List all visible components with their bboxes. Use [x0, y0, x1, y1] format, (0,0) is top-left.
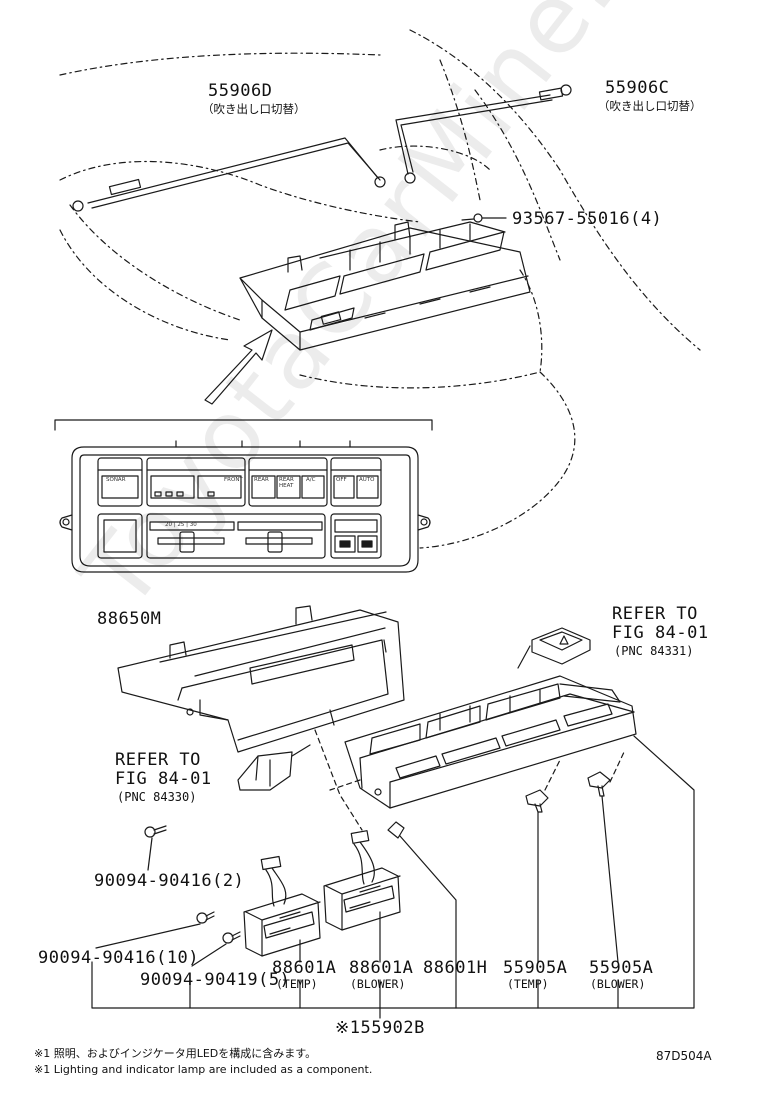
panel-temp-scale: 20 | 25 | 30 — [165, 522, 197, 528]
desc-88601a-temp: (TEMP) — [276, 977, 318, 991]
bracket-55902b — [91, 735, 695, 1019]
panel-btn-front: FRONT — [224, 477, 243, 483]
refer-left-line2: FIG 84-01 — [115, 769, 212, 789]
screw-90094-5 — [191, 931, 241, 967]
upper-control-assembly — [239, 221, 531, 351]
bulb-55905a-blower — [587, 771, 619, 963]
guide-lines — [314, 729, 626, 831]
label-88601a-blower: 88601A — [349, 958, 414, 978]
footnote-jp: ※1 照明、およびインジケータ用LEDを構成に含みます。 — [34, 1047, 317, 1060]
desc-55905a-temp: (TEMP) — [507, 977, 549, 991]
refer-switch-right — [517, 627, 591, 669]
refer-left-pnc: (PNC 84330) — [117, 790, 197, 804]
view-bracket — [54, 419, 433, 431]
label-88650m: 88650M — [97, 609, 162, 629]
refer-right-line1: REFER TO — [612, 604, 698, 624]
label-93567: 93567-55016(4) — [512, 209, 663, 229]
view-arrow — [204, 329, 273, 405]
label-55906d: 55906D — [208, 81, 273, 101]
desc-55906d: （吹き出し口切替） — [202, 102, 306, 116]
temp-control-module — [243, 855, 321, 963]
cable-55906c — [395, 84, 572, 184]
refer-left-line1: REFER TO — [115, 750, 201, 770]
panel-btn-rear-heat: REAR HEAT — [279, 477, 294, 489]
dashboard-outline — [59, 29, 701, 549]
bulb-88601h — [387, 821, 457, 969]
screw-left — [144, 825, 167, 871]
label-90094-90416-10: 90094-90416(10) — [38, 948, 200, 968]
label-55905a-temp: 55905A — [503, 958, 568, 978]
label-90094-90416-2: 90094-90416(2) — [94, 871, 245, 891]
panel-btn-auto: AUTO — [359, 477, 375, 483]
panel-btn-sonar: SONAR — [106, 477, 126, 483]
panel-btn-rear: REAR — [254, 477, 269, 483]
figure-id: 87D504A — [656, 1049, 712, 1063]
label-90094-90419-5: 90094-90419(5) — [140, 970, 291, 990]
label-55906c: 55906C — [605, 78, 670, 98]
refer-right-pnc: (PNC 84331) — [614, 644, 694, 658]
footnote-en: ※1 Lighting and indicator lamp are inclu… — [34, 1063, 373, 1076]
front-panel — [59, 440, 431, 573]
screw-90094-10 — [95, 911, 215, 949]
label-88601a-temp: 88601A — [272, 958, 337, 978]
desc-55905a-blower: (BLOWER) — [590, 977, 646, 991]
housing-88650m — [117, 605, 405, 753]
label-55905a-blower: 55905A — [589, 958, 654, 978]
blower-control-module — [323, 830, 401, 963]
panel-btn-off: OFF — [336, 477, 347, 483]
desc-88601a-blower: (BLOWER) — [350, 977, 406, 991]
cable-55906d — [72, 137, 386, 212]
switch-panel-lower — [344, 675, 637, 809]
panel-btn-ac: A/C — [306, 477, 316, 483]
bulb-55905a-temp — [525, 789, 549, 963]
label-88601h: 88601H — [423, 958, 488, 978]
refer-switch-left — [237, 744, 311, 791]
refer-right-line2: FIG 84-01 — [612, 623, 709, 643]
desc-55906c: （吹き出し口切替） — [598, 99, 702, 113]
label-55902b: ※155902B — [335, 1018, 425, 1038]
screw-93567 — [461, 213, 507, 223]
